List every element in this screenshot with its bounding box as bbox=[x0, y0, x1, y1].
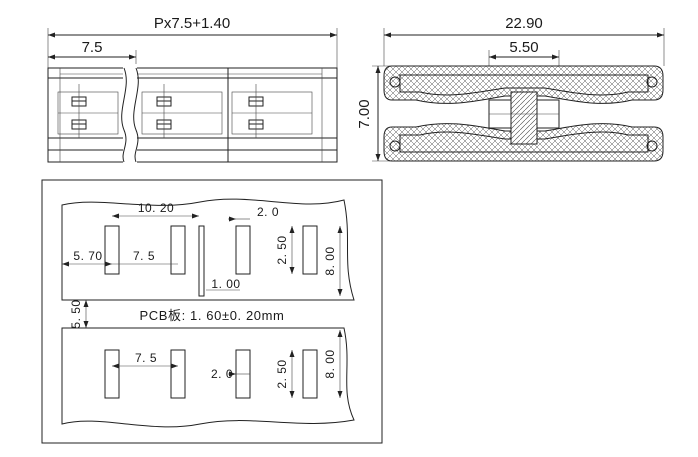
board-offset-dim-label: 5. 50 bbox=[69, 299, 83, 328]
gap-dim-label: 1. 00 bbox=[211, 277, 240, 291]
terminal-block-body bbox=[47, 64, 338, 166]
pole-2 bbox=[141, 84, 223, 138]
center-pin bbox=[510, 91, 538, 145]
row-dim-label: 2. 50 bbox=[275, 235, 289, 264]
bottom-slot-width-dim-label: 2. 0 bbox=[211, 367, 233, 381]
slot bbox=[302, 349, 318, 399]
span-dim-label: 10. 20 bbox=[138, 201, 174, 215]
side-view: 22.90 5.50 7.00 bbox=[356, 15, 665, 162]
bottom-pitch-dim-label: 7. 5 bbox=[135, 351, 157, 365]
pcb-layout: 10. 20 2. 0 5. 70 7. 5 1. 00 2. 50 8. 00… bbox=[41, 179, 383, 444]
slot bbox=[170, 225, 186, 275]
slot bbox=[104, 225, 120, 275]
slot bbox=[104, 349, 120, 399]
pcb-top-board bbox=[61, 198, 355, 301]
pole-1 bbox=[57, 84, 119, 138]
height-dim-label: 7.00 bbox=[356, 99, 373, 128]
pitch-dim-label: 7. 5 bbox=[133, 249, 155, 263]
front-view: Px7.5+1.40 7.5 bbox=[47, 15, 338, 166]
slot-width-dim-label: 2. 0 bbox=[257, 205, 279, 219]
overall-dim-label: Px7.5+1.40 bbox=[154, 15, 230, 32]
slot bbox=[198, 225, 205, 297]
slot-len-dim-label: 8. 00 bbox=[323, 246, 337, 275]
pitch-dim-label: 7.5 bbox=[82, 39, 103, 56]
pcb-thickness-note: PCB板: 1. 60±0. 20mm bbox=[140, 308, 285, 323]
pole-3 bbox=[231, 84, 313, 138]
top-slots bbox=[104, 225, 318, 297]
pcb-layout-frame bbox=[41, 179, 383, 444]
slot bbox=[170, 349, 186, 399]
bottom-slot-len-dim-label: 8. 00 bbox=[323, 349, 337, 378]
width-dim-label: 22.90 bbox=[505, 15, 543, 32]
bottom-row-dim-label: 2. 50 bbox=[275, 359, 289, 388]
slot bbox=[302, 225, 318, 275]
slot bbox=[235, 225, 251, 275]
inner-dim-label: 5.50 bbox=[509, 39, 538, 56]
pcb-bottom-board bbox=[61, 327, 355, 428]
edge-dim-label: 5. 70 bbox=[73, 249, 102, 263]
